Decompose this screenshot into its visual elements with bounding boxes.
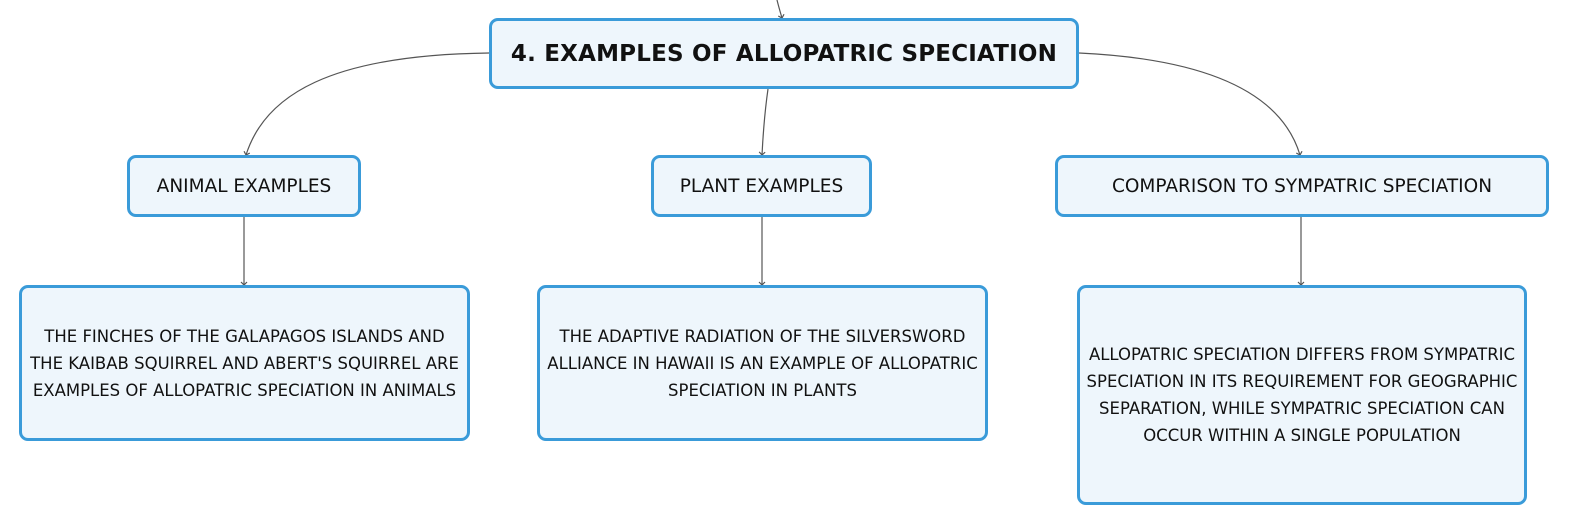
- root-topic-node[interactable]: 4. EXAMPLES OF ALLOPATRIC SPECIATION: [489, 18, 1079, 89]
- subtopic-comparison-to-sympatric[interactable]: COMPARISON TO SYMPATRIC SPECIATION: [1055, 155, 1549, 217]
- detail-plant-examples[interactable]: THE ADAPTIVE RADIATION OF THE SILVERSWOR…: [537, 285, 988, 441]
- subtopic-label: ANIMAL EXAMPLES: [156, 175, 332, 197]
- detail-comparison-to-sympatric[interactable]: ALLOPATRIC SPECIATION DIFFERS FROM SYMPA…: [1077, 285, 1527, 505]
- subtopic-label: COMPARISON TO SYMPATRIC SPECIATION: [1111, 175, 1493, 197]
- detail-animal-examples[interactable]: THE FINCHES OF THE GALAPAGOS ISLANDS AND…: [19, 285, 470, 441]
- subtopic-label: PLANT EXAMPLES: [679, 175, 844, 197]
- detail-text: ALLOPATRIC SPECIATION DIFFERS FROM SYMPA…: [1086, 345, 1518, 445]
- subtopic-plant-examples[interactable]: PLANT EXAMPLES: [651, 155, 872, 217]
- detail-text: THE ADAPTIVE RADIATION OF THE SILVERSWOR…: [547, 326, 978, 400]
- root-topic-label: 4. EXAMPLES OF ALLOPATRIC SPECIATION: [510, 40, 1058, 67]
- connector-root-to-plant-examples: [758, 88, 769, 156]
- connector-root-to-comparison: [1078, 52, 1303, 156]
- connector-root-to-animal-examples: [243, 52, 490, 156]
- subtopic-animal-examples[interactable]: ANIMAL EXAMPLES: [127, 155, 361, 217]
- detail-text: THE FINCHES OF THE GALAPAGOS ISLANDS AND…: [30, 326, 459, 400]
- incoming-parent-connector: [776, 0, 785, 19]
